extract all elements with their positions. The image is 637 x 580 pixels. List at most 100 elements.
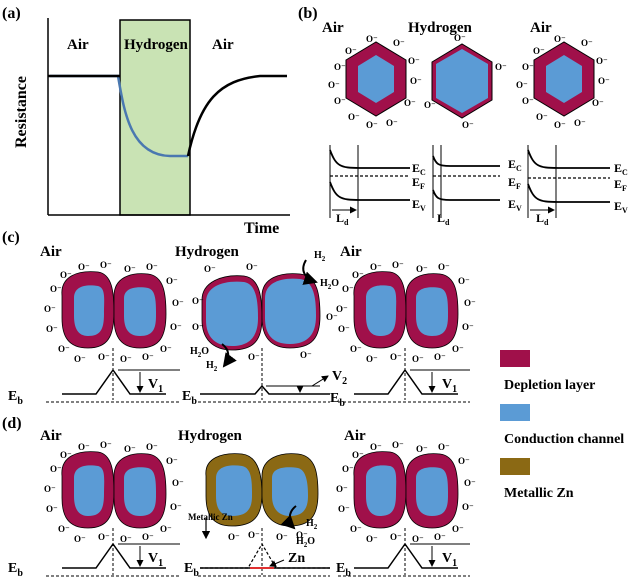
- o-ion: O⁻: [390, 532, 402, 542]
- o-ion: O⁻: [438, 262, 450, 272]
- grain-d2-left-core: [216, 465, 252, 516]
- band-ec-3: [527, 149, 610, 169]
- v2-pointer: [311, 375, 329, 387]
- h2-bottom-label: H2: [206, 360, 218, 373]
- o-ion: O⁻: [100, 440, 112, 450]
- barrier-c2: [200, 384, 330, 395]
- o-ion: O⁻: [424, 100, 436, 110]
- o-ion: O⁻: [124, 264, 136, 274]
- o-ion: O⁻: [248, 352, 260, 362]
- panel-b-state-2: Hydrogen: [408, 20, 473, 36]
- region-air1-label: Air: [67, 37, 89, 53]
- o-ion: O⁻: [60, 270, 72, 280]
- o-ion: O⁻: [408, 56, 420, 66]
- o-ion: O⁻: [464, 298, 476, 308]
- band-ev-3: [527, 183, 610, 203]
- o-ion: O⁻: [554, 120, 566, 130]
- hexagon-core-air-1: [358, 55, 394, 103]
- eb-label-c1: Eb: [8, 389, 23, 407]
- o-ion: O⁻: [172, 298, 184, 308]
- grain-c2-left-core: [206, 281, 258, 346]
- o-ion: O⁻: [366, 354, 378, 364]
- zn-label: Zn: [288, 551, 305, 566]
- eb-label-d1: Eb: [8, 561, 23, 579]
- o-ion: O⁻: [370, 262, 382, 272]
- o-ion: O⁻: [366, 120, 378, 130]
- band-ev-2: [432, 189, 500, 201]
- o-ion: O⁻: [60, 450, 72, 460]
- ec-label-1: EC: [412, 161, 426, 177]
- o-ion: O⁻: [170, 322, 182, 332]
- o-ion: O⁻: [166, 456, 178, 466]
- o-ion: O⁻: [58, 344, 70, 354]
- grain-c2-right-core: [265, 278, 316, 344]
- o-ion: O⁻: [142, 532, 154, 542]
- o-ion: O⁻: [533, 46, 545, 56]
- o-ion: O⁻: [342, 284, 354, 294]
- panel-b-state-3: Air: [530, 20, 552, 36]
- ec-label-3: EC: [614, 161, 628, 177]
- legend-label-zn: Metallic Zn: [504, 486, 574, 501]
- o-ion: O⁻: [412, 354, 424, 364]
- o-ion: O⁻: [204, 264, 216, 274]
- resistance-curve-air2: [186, 74, 287, 157]
- o-ion: O⁻: [170, 502, 182, 512]
- o-ion: O⁻: [50, 464, 62, 474]
- barrier-d3: [354, 542, 458, 569]
- o-ion: O⁻: [350, 344, 362, 354]
- zn-pointer: [269, 559, 285, 567]
- panel-a: (a) Air Hydrogen Air Resistance Time: [2, 5, 290, 237]
- panel-d: (d) Air Hydrogen Air O⁻ O⁻ O⁻ O⁻ O⁻ O⁻ O…: [2, 415, 476, 579]
- o-ion: O⁻: [495, 62, 507, 72]
- o-ion: O⁻: [352, 270, 364, 280]
- v1-label-d3: V1: [442, 551, 457, 569]
- o-ion: O⁻: [328, 80, 340, 90]
- band-ev-1: [329, 181, 410, 201]
- grain-c1-right-core: [124, 287, 156, 336]
- o-ion: O⁻: [192, 296, 204, 306]
- grain-d2-right-core: [272, 467, 308, 516]
- hexagon-core-air-2: [546, 55, 582, 103]
- o-ion: O⁻: [464, 478, 476, 488]
- o-ion: O⁻: [458, 276, 470, 286]
- o-ion: O⁻: [416, 264, 428, 274]
- eb-label-d3: Eb: [336, 561, 351, 579]
- o-ion: O⁻: [462, 120, 474, 130]
- legend-swatch-conduction: [500, 404, 530, 421]
- o-ion: O⁻: [246, 262, 258, 272]
- resistance-curve-h2: [50, 74, 188, 158]
- band-diagrams: [329, 145, 610, 218]
- o-ion: O⁻: [348, 112, 360, 122]
- o-ion: O⁻: [452, 524, 464, 534]
- o-ion: O⁻: [366, 34, 378, 44]
- o-ion: O⁻: [98, 352, 110, 362]
- panel-b: (b) Air Hydrogen Air O⁻ O⁻ O⁻ O⁻ O⁻ O⁻ O…: [298, 5, 628, 227]
- o-ion: O⁻: [300, 350, 312, 360]
- o-ion: O⁻: [598, 76, 610, 86]
- o-ion: O⁻: [536, 112, 548, 122]
- o-ion: O⁻: [522, 96, 534, 106]
- o-ion: O⁻: [50, 284, 62, 294]
- panel-c-barrier-labels: Eb V1 Eb V2 Eb V1: [8, 369, 457, 409]
- o-ion: O⁻: [44, 304, 56, 314]
- o-ion: O⁻: [412, 534, 424, 544]
- o-ion: O⁻: [338, 504, 350, 514]
- v1-label-d1: V1: [148, 551, 163, 569]
- o-ion: O⁻: [228, 532, 240, 542]
- o-ion: O⁻: [370, 442, 382, 452]
- legend-label-depletion: Depletion layer: [504, 378, 596, 393]
- h2-top-label: H2: [314, 250, 326, 263]
- grain-c3-right-core: [416, 287, 448, 336]
- ev-label-2: EV: [508, 197, 522, 213]
- o-ion: O⁻: [74, 534, 86, 544]
- ec-label-2: EC: [508, 157, 522, 173]
- o-ion: O⁻: [120, 534, 132, 544]
- v1-label-c3: V1: [442, 377, 457, 395]
- o-ion: O⁻: [350, 524, 362, 534]
- region-air2-label: Air: [212, 37, 234, 53]
- o-ion: O⁻: [336, 304, 348, 314]
- o-ion: O⁻: [160, 524, 172, 534]
- h2o-label-d: H2O: [296, 536, 315, 549]
- panel-c-gas-labels: H2 H2O H2O H2: [190, 250, 339, 373]
- grain-c1-left-core: [74, 285, 105, 336]
